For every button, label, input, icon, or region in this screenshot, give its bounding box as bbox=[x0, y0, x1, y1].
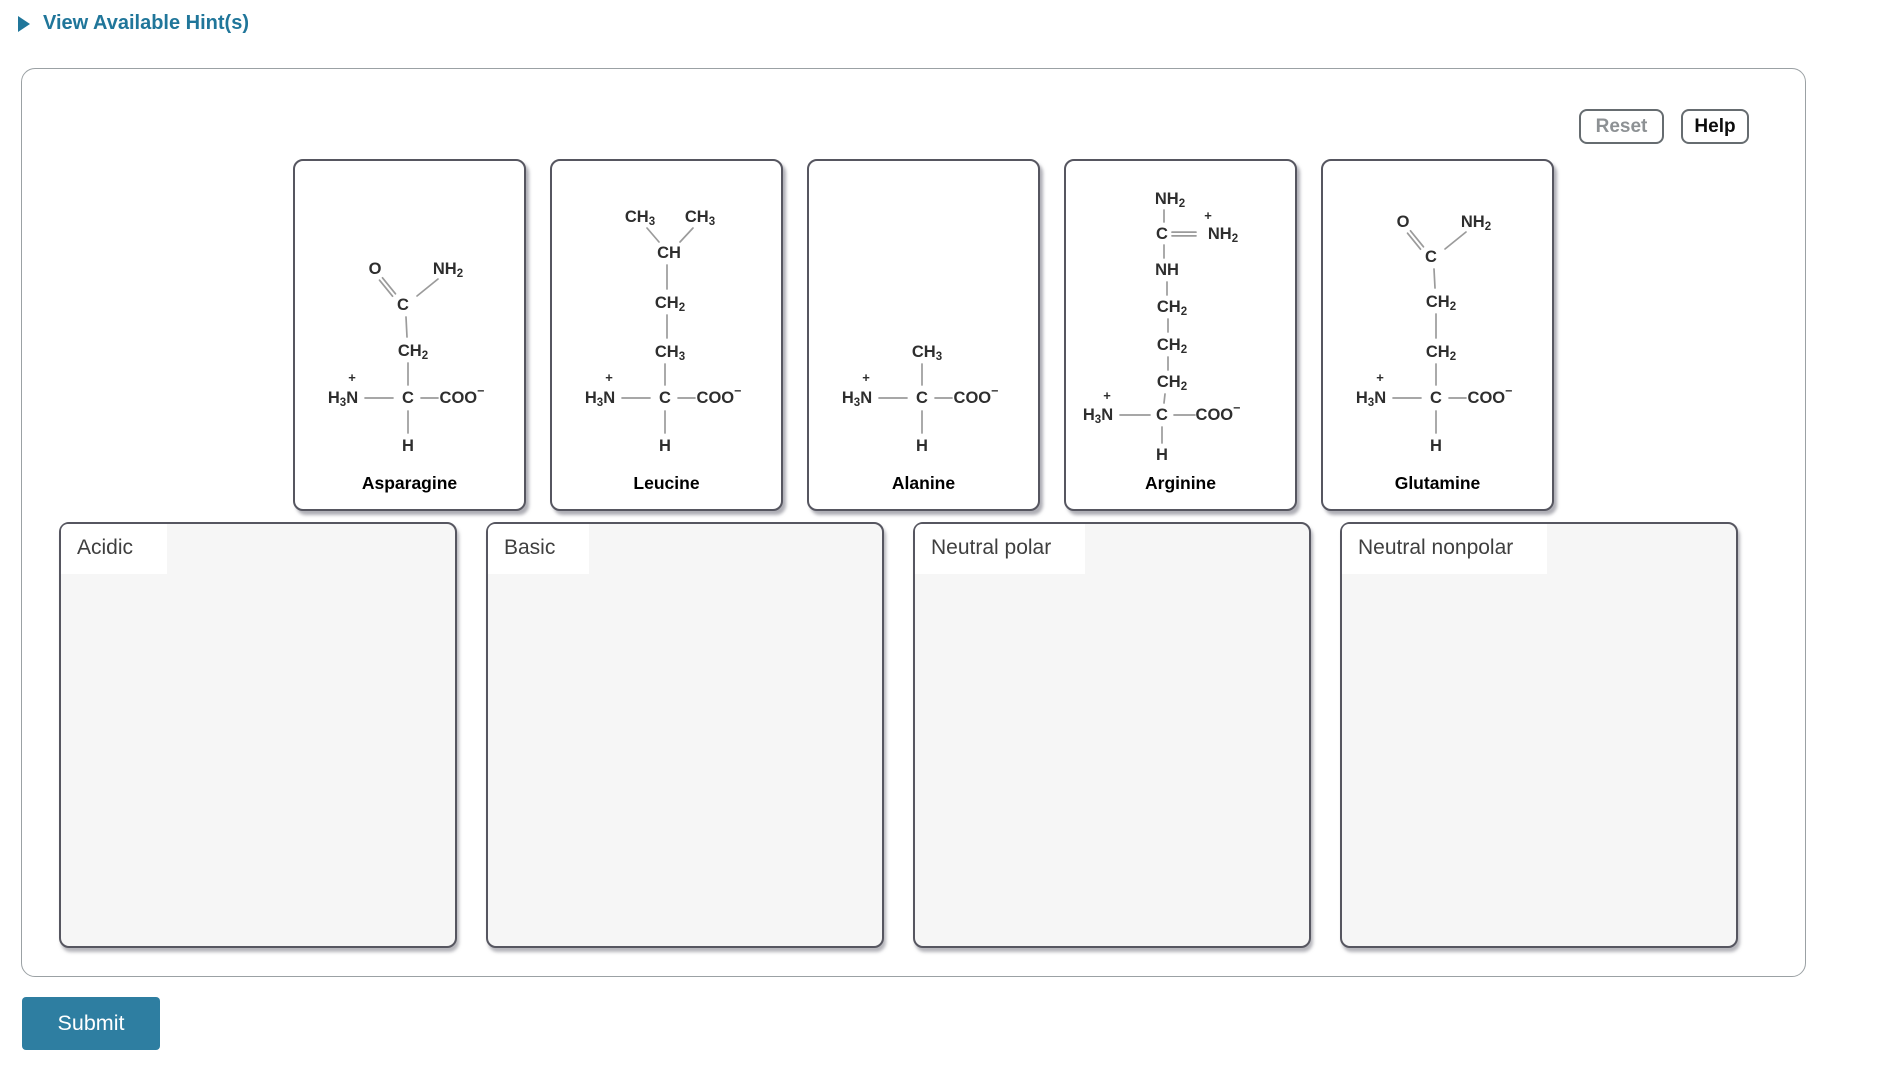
molecular-structure-alanine: CH3 + H3N C COO− H bbox=[842, 343, 999, 455]
bond-line bbox=[1409, 229, 1425, 248]
view-hints-label: View Available Hint(s) bbox=[43, 12, 249, 34]
bond-line bbox=[381, 276, 397, 295]
bin-basic[interactable]: Basic bbox=[486, 522, 884, 948]
charge-label: + bbox=[862, 370, 870, 385]
atom-group-label: C bbox=[659, 389, 671, 407]
atom-group-label: C bbox=[397, 296, 409, 314]
atom-group-label: CH2 bbox=[1157, 373, 1187, 393]
atom-group-label: CH3 bbox=[625, 208, 655, 228]
bond-line bbox=[1163, 393, 1166, 404]
bin-label: Neutral polar bbox=[915, 524, 1086, 574]
bin-label: Basic bbox=[488, 524, 590, 574]
bin-neutral-polar[interactable]: Neutral polar bbox=[913, 522, 1311, 948]
atom-group-label: H3N bbox=[585, 389, 615, 409]
atom-group-label: CH2 bbox=[398, 342, 428, 362]
atom-group-label: H3N bbox=[328, 389, 358, 409]
bond-line bbox=[378, 279, 394, 298]
atom-group-label: CH2 bbox=[1426, 343, 1456, 363]
bin-label: Acidic bbox=[61, 524, 168, 574]
bond-line bbox=[1406, 232, 1422, 251]
submit-button[interactable]: Submit bbox=[22, 997, 160, 1050]
atom-group-label: H bbox=[1430, 437, 1442, 455]
atom-group-label: NH2 bbox=[1208, 225, 1238, 245]
atom-group-label: NH bbox=[1155, 261, 1179, 279]
amino-acid-name: Leucine bbox=[633, 473, 700, 493]
bin-label: Neutral nonpolar bbox=[1342, 524, 1548, 574]
bond-line bbox=[1444, 231, 1467, 250]
atom-group-label: CH2 bbox=[655, 294, 685, 314]
atom-group-label: C bbox=[916, 389, 928, 407]
atom-group-label: COO− bbox=[1468, 384, 1513, 407]
bond-line bbox=[646, 227, 660, 243]
bond-line bbox=[679, 227, 694, 243]
charge-label: + bbox=[1376, 370, 1384, 385]
atom-group-label: CH3 bbox=[685, 208, 715, 228]
atom-group-label: CH2 bbox=[1157, 298, 1187, 318]
atom-group-label: C bbox=[1156, 406, 1168, 424]
bin-acidic[interactable]: Acidic bbox=[59, 522, 457, 948]
bin-neutral-nonpolar[interactable]: Neutral nonpolar bbox=[1340, 522, 1738, 948]
atom-group-label: C bbox=[1430, 389, 1442, 407]
charge-label: + bbox=[1103, 388, 1111, 403]
amino-acid-name: Glutamine bbox=[1394, 473, 1481, 493]
charge-label: + bbox=[348, 370, 356, 385]
atom-group-label: CH3 bbox=[912, 343, 942, 363]
amino-acid-name: Alanine bbox=[891, 473, 956, 493]
atom-group-label: CH2 bbox=[1157, 336, 1187, 356]
atom-group-label: CH3 bbox=[655, 343, 685, 363]
charge-label: + bbox=[605, 370, 613, 385]
atom-group-label: H bbox=[916, 437, 928, 455]
atom-group-label: NH2 bbox=[1461, 213, 1491, 233]
atom-group-label: O bbox=[1397, 213, 1410, 231]
expand-triangle-icon bbox=[18, 15, 30, 32]
atom-group-label: NH2 bbox=[1155, 190, 1185, 210]
atom-group-label: C bbox=[402, 389, 414, 407]
atom-group-label: CH2 bbox=[1426, 293, 1456, 313]
atom-group-label: H bbox=[659, 437, 671, 455]
atom-group-label: C bbox=[1156, 225, 1168, 243]
reset-button[interactable]: Reset bbox=[1579, 109, 1664, 144]
atom-group-label: H3N bbox=[1356, 389, 1386, 409]
atom-group-label: NH2 bbox=[433, 260, 463, 280]
bond-line bbox=[416, 278, 439, 297]
atom-group-label: H bbox=[1156, 446, 1168, 464]
atom-group-label: CH bbox=[657, 244, 681, 262]
atom-group-label: H3N bbox=[1083, 406, 1113, 426]
atom-group-label: H3N bbox=[842, 389, 872, 409]
atom-group-label: COO− bbox=[1196, 401, 1241, 424]
atom-group-label: H bbox=[402, 437, 414, 455]
atom-group-label: COO− bbox=[440, 384, 485, 407]
amino-acid-card-alanine[interactable]: CH3 + H3N C COO− H Alanine bbox=[807, 159, 1040, 511]
bond-line bbox=[405, 316, 408, 338]
bond-line bbox=[1433, 268, 1436, 289]
help-button[interactable]: Help bbox=[1681, 109, 1749, 144]
atom-group-label: O bbox=[369, 260, 382, 278]
atom-group-label: COO− bbox=[697, 384, 742, 407]
atom-group-label: COO− bbox=[954, 384, 999, 407]
amino-acid-name: Asparagine bbox=[361, 473, 458, 493]
charge-label: + bbox=[1204, 208, 1212, 223]
atom-group-label: C bbox=[1425, 248, 1437, 266]
view-hints-link[interactable]: View Available Hint(s) bbox=[18, 12, 249, 35]
amino-acid-name: Arginine bbox=[1145, 473, 1216, 493]
